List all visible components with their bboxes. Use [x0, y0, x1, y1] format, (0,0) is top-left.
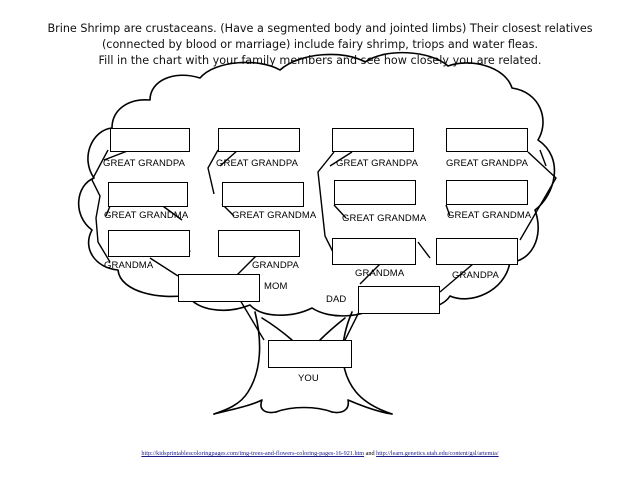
tree-trunk-left [213, 311, 261, 415]
label-great-grandma-2: GREAT GRANDMA [232, 210, 317, 221]
label-grandma-1: GRANDMA [104, 260, 154, 271]
name-box-mom[interactable] [178, 274, 260, 302]
name-box-great-grandma-4[interactable] [446, 180, 528, 205]
source-link-coloring-pages[interactable]: http://kidsprintablescoloringpages.com/i… [141, 450, 365, 457]
label-grandpa-2: GRANDPA [452, 270, 499, 281]
label-great-grandpa-4: GREAT GRANDPA [446, 158, 529, 169]
label-great-grandpa-1: GREAT GRANDPA [103, 158, 186, 169]
label-grandma-2: GRANDMA [355, 268, 405, 279]
name-box-grandma-1[interactable] [108, 230, 190, 257]
instructions-line-2: (connected by blood or marriage) include… [101, 38, 539, 51]
tree-trunk-right [341, 311, 393, 415]
label-dad: DAD [326, 294, 347, 305]
name-box-great-grandpa-1[interactable] [110, 128, 190, 152]
name-box-great-grandpa-3[interactable] [332, 128, 414, 152]
label-great-grandma-4: GREAT GRANDMA [447, 210, 532, 221]
name-box-great-grandma-1[interactable] [108, 182, 188, 207]
label-great-grandma-1: GREAT GRANDMA [104, 210, 189, 221]
label-great-grandpa-2: GREAT GRANDPA [216, 158, 299, 169]
source-credits: http://kidsprintablescoloringpages.com/i… [0, 450, 640, 457]
name-box-great-grandpa-2[interactable] [218, 128, 300, 152]
label-mom: MOM [264, 281, 288, 292]
name-box-great-grandma-2[interactable] [222, 182, 304, 207]
source-link-learn-genetics[interactable]: http://learn.genetics.utah.edu/content/g… [376, 450, 499, 457]
label-grandpa-1: GRANDPA [252, 260, 299, 271]
tree-root-center [275, 406, 333, 413]
name-box-grandpa-2[interactable] [436, 238, 518, 265]
instructions-line-1: Brine Shrimp are crustaceans. (Have a se… [47, 22, 593, 35]
name-box-you[interactable] [268, 340, 352, 368]
credits-separator: and [365, 450, 375, 457]
tree-canopy-outline [77, 51, 556, 317]
name-box-grandma-2[interactable] [332, 238, 416, 265]
label-you: YOU [298, 373, 319, 384]
name-box-great-grandpa-4[interactable] [446, 128, 528, 152]
connector-lines [91, 149, 557, 341]
name-box-grandpa-1[interactable] [218, 230, 300, 257]
name-box-great-grandma-3[interactable] [334, 180, 416, 205]
label-great-grandma-3: GREAT GRANDMA [342, 213, 427, 224]
tree-root-right [331, 399, 393, 415]
label-great-grandpa-3: GREAT GRANDPA [336, 158, 419, 169]
name-box-dad[interactable] [358, 286, 440, 314]
tree-root-left [213, 399, 277, 415]
